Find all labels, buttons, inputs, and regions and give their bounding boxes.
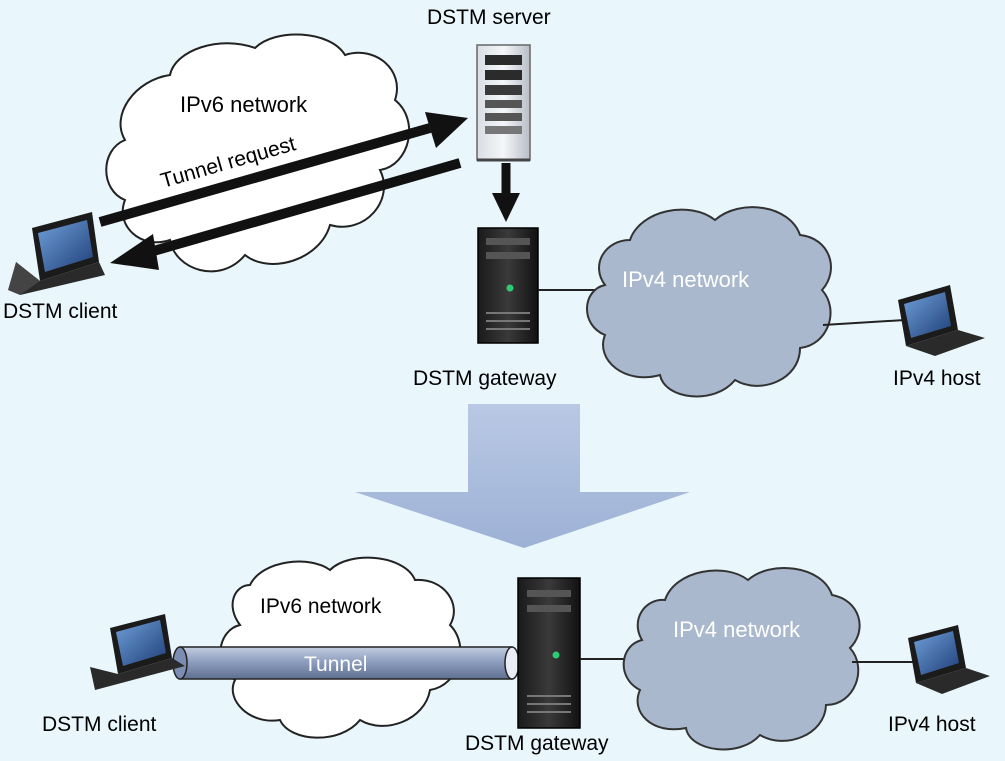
dstm-gateway-tower-bottom — [517, 577, 581, 729]
ipv4-network-label-top: IPv4 network — [622, 267, 750, 292]
dstm-gateway-label-top: DSTM gateway — [413, 367, 557, 390]
ipv4-host-label-bottom: IPv4 host — [888, 713, 976, 736]
ipv4-network-label-bottom: IPv4 network — [673, 617, 801, 642]
dstm-gateway-tower-top — [477, 227, 539, 344]
ipv4-host-label-top: IPv4 host — [893, 367, 981, 390]
dstm-gateway-label-bottom: DSTM gateway — [465, 732, 609, 755]
ipv4-host-laptop-top — [898, 285, 985, 356]
ipv4-cloud-top: IPv4 network — [586, 206, 832, 398]
ipv6-network-label-bottom: IPv6 network — [260, 595, 382, 618]
dstm-client-laptop-top — [8, 212, 105, 295]
tunnel-pipe: Tunnel — [172, 646, 520, 680]
host-link-top — [822, 319, 906, 326]
dstm-client-laptop-bottom — [90, 614, 185, 690]
tunnel-label: Tunnel — [304, 653, 367, 676]
ipv4-host-laptop-bottom — [908, 625, 990, 694]
dstm-client-label-bottom: DSTM client — [42, 713, 157, 736]
server-gateway-arrow — [492, 163, 520, 222]
ipv6-cloud-top: IPv6 network — [105, 33, 411, 273]
dstm-client-label-top: DSTM client — [3, 300, 118, 323]
ipv4-cloud-bottom: IPv4 network — [622, 567, 861, 751]
dstm-server-icon — [476, 44, 531, 162]
status-led-icon — [552, 651, 560, 659]
transition-arrow-icon — [355, 404, 690, 548]
status-led-icon — [506, 284, 514, 292]
ipv6-network-label-top: IPv6 network — [180, 92, 308, 117]
dstm-server-label: DSTM server — [427, 6, 551, 29]
